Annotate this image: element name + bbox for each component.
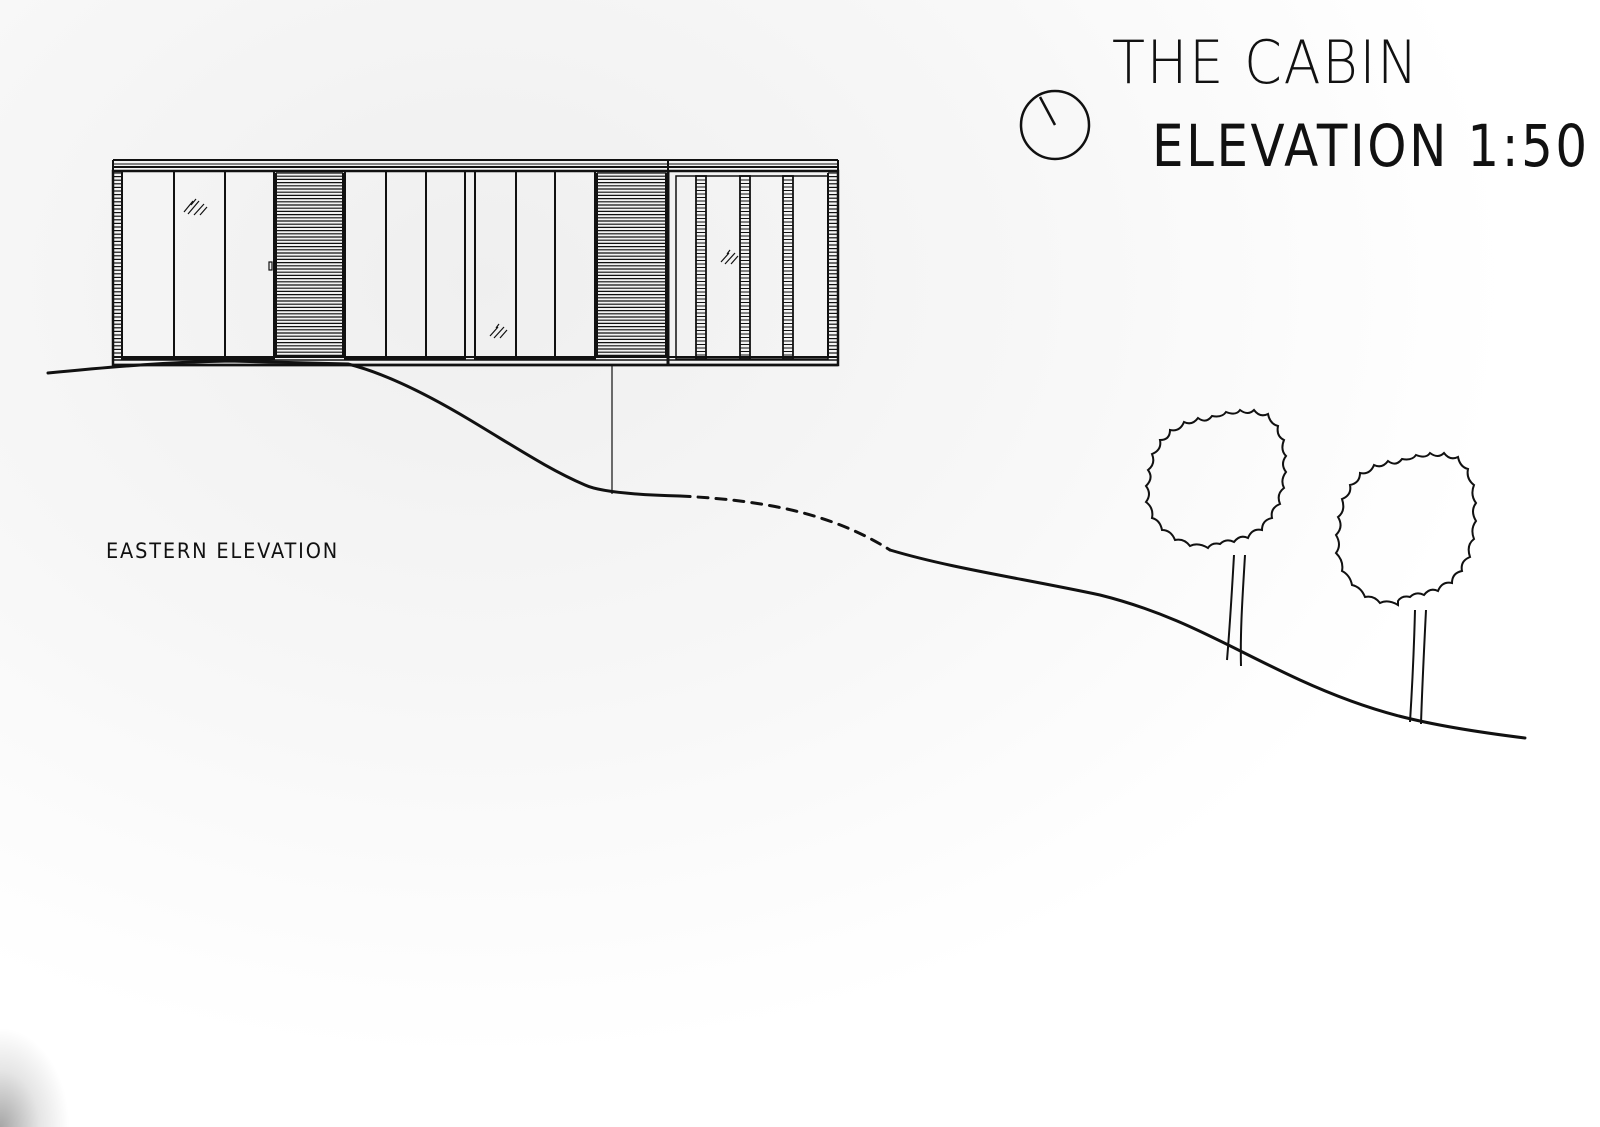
tree-trunk [1239, 554, 1246, 667]
ground-line-lower [888, 548, 1527, 740]
tree-trunk [1420, 609, 1427, 725]
cabin-elevation [111, 159, 840, 494]
scan-shadow [0, 1027, 70, 1127]
glass-reflection-icon [489, 323, 508, 339]
tree-canopy [1334, 451, 1478, 607]
glazing-bay-2 [344, 170, 466, 360]
drawing-subtitle-scale: ELEVATION 1:50 [1152, 112, 1590, 180]
tree-right [1334, 451, 1478, 725]
view-label: EASTERN ELEVATION [106, 539, 340, 563]
drawing-title: THE CABIN [1112, 28, 1420, 98]
north-arrow-icon [1019, 89, 1091, 161]
glazing-bay-3 [474, 170, 596, 360]
tree-left [1144, 408, 1288, 667]
glass-reflection-icon [720, 249, 739, 265]
glazing-bay-1 [121, 170, 275, 360]
tree-canopy [1144, 408, 1288, 550]
screened-deck [666, 171, 829, 365]
deck-battens [695, 175, 794, 360]
end-cladding-left [112, 172, 123, 358]
end-cladding-right [827, 172, 839, 358]
ground-line-upper [46, 359, 682, 498]
ground-line-dashed [678, 494, 892, 552]
roof-fascia [112, 159, 839, 172]
glass-reflection-icon [183, 198, 208, 216]
ground-profile [46, 359, 1527, 740]
timber-panel-2 [596, 172, 667, 357]
timber-panel-1 [275, 172, 344, 357]
tree-trunk [1226, 554, 1235, 661]
tree-trunk [1409, 609, 1416, 723]
